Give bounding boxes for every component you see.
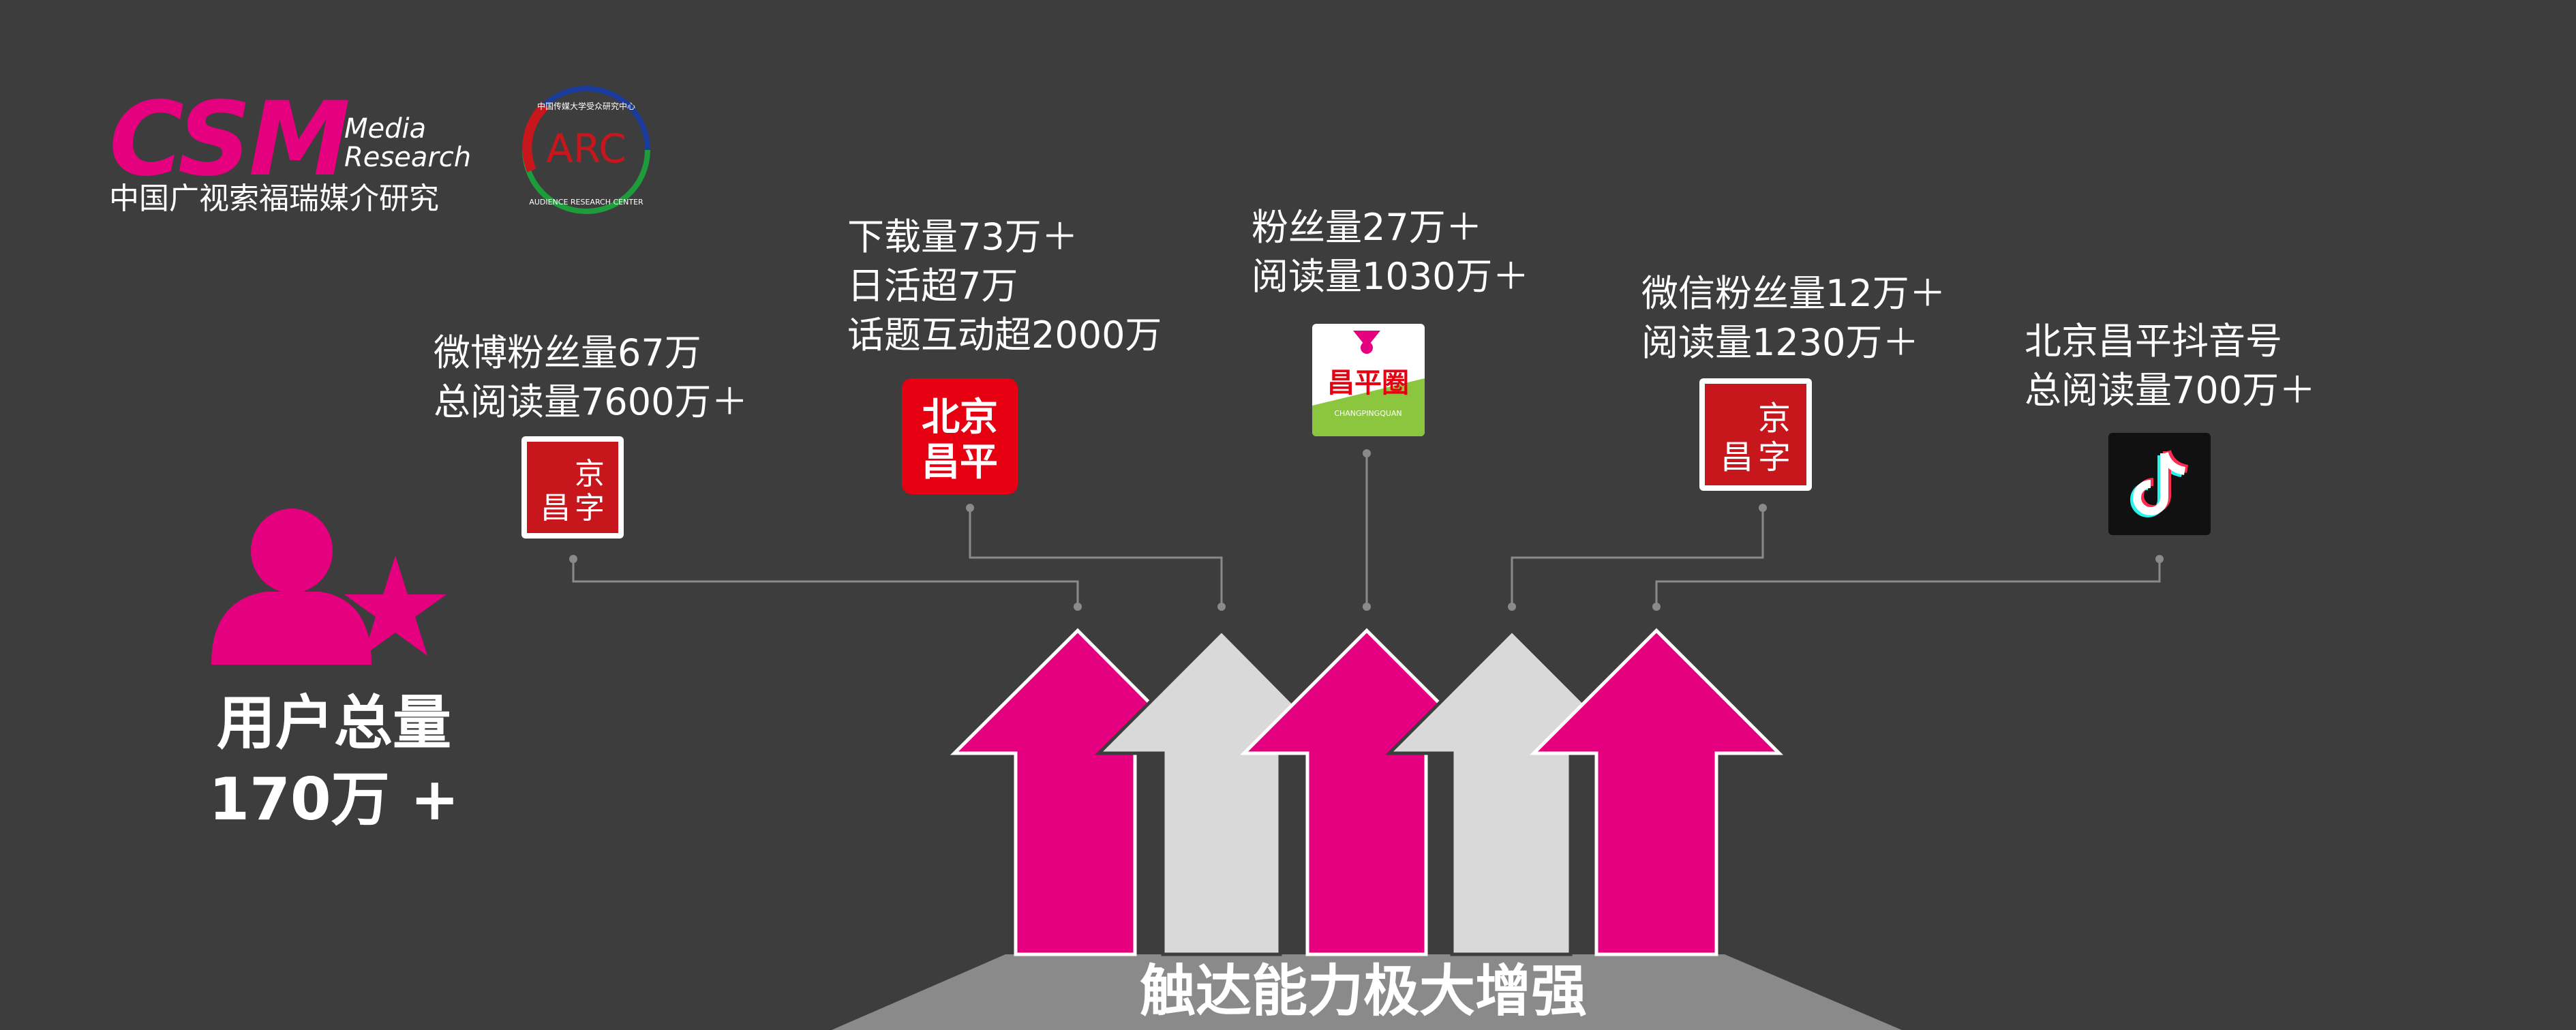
beijing-changping-app-icon: 北京 昌平	[902, 378, 1018, 494]
user-total-label: 用户总量 170万 +	[153, 685, 515, 838]
arc-logo: ARC 中国传媒大学受众研究中心 AUDIENCE RESEARCH CENTE…	[522, 86, 650, 214]
weibo-stamp-icon: 京 昌 字	[521, 436, 624, 539]
svg-text:昌: 昌	[1721, 438, 1753, 476]
quan-fans: 粉丝量27万＋	[1252, 206, 1483, 249]
wechat-reads: 阅读量1230万＋	[1641, 321, 1920, 364]
quan-stats: 粉丝量27万＋ 阅读量1030万＋	[1252, 203, 1529, 301]
svg-text:昌: 昌	[541, 491, 571, 526]
app-stats: 下载量73万＋ 日活超7万 话题互动超2000万	[847, 213, 1162, 360]
arc-ring-top-text: 中国传媒大学受众研究中心	[537, 101, 635, 111]
svg-text:字: 字	[575, 491, 605, 526]
csm-logo: CSM	[109, 80, 350, 199]
svg-text:昌平圈: 昌平圈	[1327, 367, 1409, 399]
svg-text:昌平: 昌平	[922, 440, 998, 485]
user-total-title: 用户总量	[217, 689, 451, 757]
svg-text:京: 京	[1758, 399, 1791, 438]
user-star-icon	[211, 509, 446, 665]
douyin-icon	[2108, 433, 2211, 535]
user-total-value: 170万 +	[209, 766, 459, 834]
quan-reads: 阅读量1030万＋	[1252, 255, 1530, 298]
arc-logo-text: ARC	[546, 125, 626, 172]
research-label: Research	[344, 142, 472, 173]
weibo-fans: 微博粉丝量67万	[434, 331, 701, 374]
csm-chinese-name: 中国广视索福瑞媒介研究	[109, 181, 439, 216]
svg-text:CHANGPINGQUAN: CHANGPINGQUAN	[1334, 409, 1401, 418]
svg-text:京: 京	[575, 457, 605, 491]
douyin-stats: 北京昌平抖音号 总阅读量700万＋	[2025, 317, 2316, 415]
app-downloads: 下载量73万＋	[847, 215, 1078, 258]
arc-ring-bottom-text: AUDIENCE RESEARCH CENTER	[529, 198, 643, 207]
douyin-reads: 总阅读量700万＋	[2025, 369, 2316, 412]
svg-text:字: 字	[1758, 438, 1791, 476]
douyin-account: 北京昌平抖音号	[2025, 320, 2282, 363]
media-label: Media	[344, 113, 427, 145]
connector-dots	[569, 449, 2164, 611]
changping-quan-icon: 昌平圈 CHANGPINGQUAN	[1312, 324, 1425, 436]
arrow-5	[1529, 628, 1784, 956]
connector-lines	[572, 453, 2161, 607]
svg-text:北京: 北京	[922, 395, 998, 440]
wechat-stamp-icon: 京 昌 字	[1699, 378, 1812, 491]
weibo-stats: 微博粉丝量67万 总阅读量7600万＋	[434, 329, 748, 427]
wechat-stats: 微信粉丝量12万＋ 阅读量1230万＋	[1641, 269, 1946, 367]
weibo-reads: 总阅读量7600万＋	[434, 380, 748, 423]
reach-label: 触达能力极大增强	[1139, 959, 1587, 1024]
wechat-fans: 微信粉丝量12万＋	[1641, 272, 1946, 315]
media-research-label: Media Research	[344, 115, 471, 172]
app-topic-interactions: 话题互动超2000万	[847, 314, 1162, 357]
app-daily-active: 日活超7万	[847, 264, 1018, 307]
base-platform	[832, 954, 1902, 1030]
